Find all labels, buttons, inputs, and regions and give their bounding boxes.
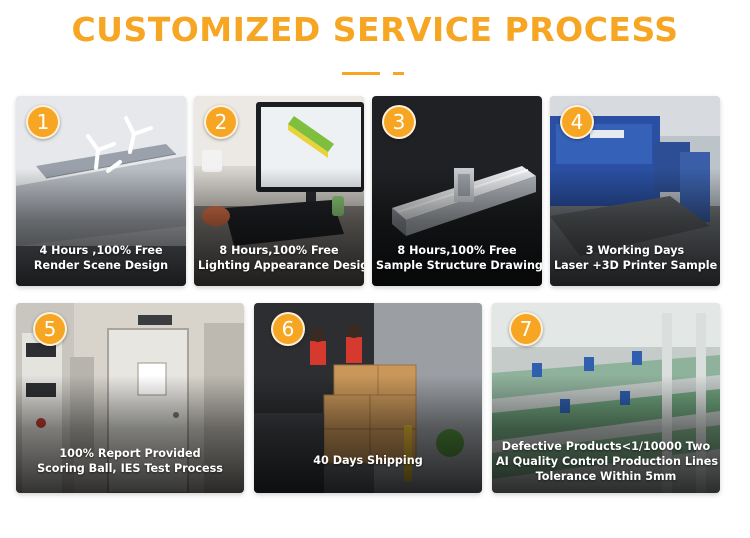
title-underline-short <box>393 72 404 75</box>
step-number-badge: 6 <box>271 312 305 346</box>
caption-shade <box>550 168 720 286</box>
caption-shade <box>372 168 542 286</box>
step-card-1[interactable]: 1 4 Hours ,100% Free Render Scene Design <box>16 96 186 286</box>
step-number-badge: 5 <box>33 312 67 346</box>
caption-shade <box>492 375 720 493</box>
step-number-badge: 1 <box>26 105 60 139</box>
step-caption-line: 4 Hours ,100% Free <box>39 244 163 257</box>
step-card-4[interactable]: 4 3 Working Days Laser +3D Printer Sampl… <box>550 96 720 286</box>
step-caption-line: 40 Days Shipping <box>313 454 423 467</box>
caption-shade <box>16 375 244 493</box>
step-card-3[interactable]: 3 8 Hours,100% Free Sample Structure Dra… <box>372 96 542 286</box>
step-caption: 4 Hours ,100% Free Render Scene Design <box>20 243 182 273</box>
step-number-badge: 7 <box>509 312 543 346</box>
step-number-badge: 4 <box>560 105 594 139</box>
step-caption: 8 Hours,100% Free Lighting Appearance De… <box>198 243 364 273</box>
step-card-6[interactable]: 6 40 Days Shipping <box>254 303 482 493</box>
step-caption-line: Lighting Appearance Design <box>198 259 364 272</box>
step-caption-line: 100% Report Provided <box>59 447 201 460</box>
step-caption: 8 Hours,100% Free Sample Structure Drawi… <box>376 243 542 273</box>
title-underline-long <box>342 72 380 75</box>
page-title: CUSTOMIZED SERVICE PROCESS <box>71 10 679 49</box>
step-caption-line: Tolerance Within 5mm <box>535 470 677 483</box>
caption-shade <box>194 168 364 286</box>
caption-shade <box>16 168 186 286</box>
step-caption-line: Render Scene Design <box>33 259 169 272</box>
step-caption-line: 8 Hours,100% Free <box>219 244 339 257</box>
step-caption-line: 8 Hours,100% Free <box>397 244 517 257</box>
step-caption-line: Scoring Ball, IES Test Process <box>37 462 223 475</box>
step-caption-line: 3 Working Days <box>585 244 685 257</box>
step-number-badge: 3 <box>382 105 416 139</box>
step-caption-line: Laser +3D Printer Sample <box>554 259 718 272</box>
step-caption-line: AI Quality Control Production Lines <box>496 455 718 468</box>
step-caption: 40 Days Shipping <box>258 453 478 468</box>
step-caption-line: Sample Structure Drawing <box>376 259 542 272</box>
step-card-2[interactable]: 2 8 Hours,100% Free Lighting Appearance … <box>194 96 364 286</box>
step-caption: 100% Report Provided Scoring Ball, IES T… <box>20 446 240 476</box>
caption-shade <box>254 375 482 493</box>
step-caption: Defective Products<1/10000 Two AI Qualit… <box>496 439 718 484</box>
step-caption: 3 Working Days Laser +3D Printer Sample <box>554 243 718 273</box>
step-caption-line: Defective Products<1/10000 Two <box>501 440 711 453</box>
step-card-5[interactable]: 5 100% Report Provided Scoring Ball, IES… <box>16 303 244 493</box>
step-card-7[interactable]: 7 Defective Products<1/10000 Two AI Qual… <box>492 303 720 493</box>
step-number-badge: 2 <box>204 105 238 139</box>
